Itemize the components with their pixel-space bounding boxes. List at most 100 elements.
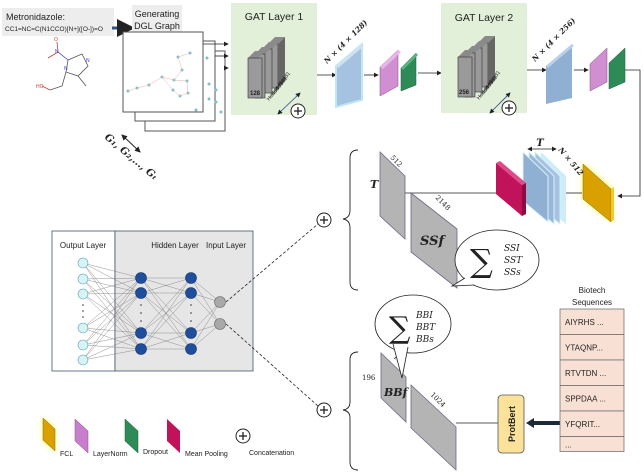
mlp-edge	[82, 262, 142, 279]
bb-sum-bubble: ∑ BBI BBT BBs	[374, 294, 452, 379]
ss-brace	[342, 149, 359, 291]
input-node	[214, 296, 226, 308]
ellipsis-dot	[190, 304, 192, 306]
molecule-label: Metronidazole: CC1=NC=C(N1CCO)[N+]([O-])…	[2, 8, 114, 36]
ss-f-plate	[410, 192, 458, 289]
gat-layer-1: GAT Layer 1 128 Head1 Head2 Head3 Head4	[231, 3, 317, 115]
hidden-node	[185, 287, 197, 299]
svg-text:N: N	[55, 49, 59, 55]
svg-text:Sequences: Sequences	[572, 298, 612, 307]
input-node	[214, 318, 226, 330]
mlp-edge	[82, 278, 142, 334]
mlp-edge	[190, 292, 221, 325]
sequence-row	[559, 359, 625, 386]
ellipsis-dot	[82, 304, 84, 306]
sum-icon: ∑	[389, 311, 411, 346]
output-node	[77, 273, 89, 285]
sequence-text: ...	[565, 441, 572, 450]
legend-layernorm: LayerNorm	[74, 418, 128, 458]
mlp-nodes	[77, 257, 226, 366]
biotech-sequences: Biotech Sequences AIYRHS ...YTAQNP...RTV…	[559, 286, 625, 452]
mlp-edge	[82, 332, 142, 346]
mlp-edge	[190, 301, 221, 350]
gat-layer-2: GAT Layer 2 256 Head1 Head2 Head3 Head4	[441, 3, 527, 114]
sequence-text: SPPDAA ...	[565, 395, 606, 404]
svg-text:128: 128	[250, 91, 261, 97]
layernorm-2	[589, 47, 608, 92]
ellipsis-dot	[82, 310, 84, 312]
mlp-edge	[140, 277, 192, 334]
svg-text:GAT Layer 1: GAT Layer 1	[245, 11, 304, 23]
ss-t-label: T	[370, 178, 379, 191]
mlp-edge	[82, 293, 142, 350]
legend-dropout: Dropout	[124, 418, 168, 456]
mlp-edge	[82, 332, 142, 361]
mlp-edge	[140, 292, 192, 334]
svg-text:SSI: SSI	[504, 244, 520, 254]
svg-text:BBs: BBs	[415, 335, 434, 345]
gat1-heads-block: 128	[247, 37, 285, 99]
svg-text:Dropout: Dropout	[143, 449, 168, 456]
hidden-node	[135, 343, 147, 355]
ellipsis-dot	[190, 320, 192, 322]
svg-text:GAT Layer 2: GAT Layer 2	[455, 12, 514, 24]
ss-f-label: SSf	[420, 234, 446, 249]
hidden-node	[135, 272, 147, 284]
bb-f-plate	[380, 352, 407, 423]
svg-text:CC1=NC=C(N1CCO)[N+]([O-])=O: CC1=NC=C(N1CCO)[N+]([O-])=O	[5, 26, 103, 33]
sequence-row	[559, 334, 625, 361]
svg-text:256: 256	[459, 90, 470, 96]
svg-text:Metronidazole:: Metronidazole:	[6, 12, 65, 22]
graph-arrows	[203, 41, 229, 71]
mlp-edge	[82, 292, 142, 361]
concat-icon-gat1	[290, 103, 306, 119]
svg-text:LayerNorm: LayerNorm	[93, 451, 128, 458]
concat-icon-bb	[316, 402, 332, 418]
svg-text:DGL Graph: DGL Graph	[134, 21, 180, 31]
bb-dim-196-a: 196	[362, 374, 376, 382]
legend-concatenation: Concatenation	[235, 428, 294, 457]
svg-text:BBT: BBT	[415, 323, 436, 333]
mlp-edge	[140, 277, 192, 294]
pool-t-label: T	[536, 138, 545, 149]
bb-1024-plate	[410, 384, 457, 471]
dashed-link-ss	[225, 223, 319, 303]
sequence-text: RTVTDN ...	[565, 369, 606, 378]
mlp-edge	[82, 292, 142, 329]
sequence-row	[559, 410, 625, 437]
dropout-2	[608, 47, 626, 90]
molecule-structure	[41, 41, 89, 91]
sequence-text: AIYRHS ...	[565, 318, 604, 327]
mlp-edge	[140, 332, 192, 350]
mlp-edge	[190, 277, 221, 325]
arrow-head	[526, 418, 534, 428]
ellipsis-dot	[140, 320, 142, 322]
sequence-text: YFQRIT...	[565, 420, 600, 429]
ss-dim-2148: 2148	[434, 194, 452, 212]
svg-text:Generating: Generating	[135, 9, 180, 19]
graph-stack	[122, 31, 226, 132]
molecule-atoms: N O N N HO	[36, 37, 90, 90]
output-node	[77, 257, 89, 269]
mlp-edge	[82, 327, 142, 334]
svg-text:BBI: BBI	[415, 311, 433, 321]
dropout-1	[400, 52, 418, 92]
mlp-edge	[140, 277, 192, 350]
concat-icon-gat2	[501, 100, 517, 116]
mlp-block: Output Layer Hidden Layer Input Layer	[51, 230, 254, 372]
svg-text:N: N	[64, 66, 68, 72]
svg-text:FCL: FCL	[60, 451, 73, 458]
concat-icon-ss	[316, 212, 332, 228]
svg-text:Mean Pooling: Mean Pooling	[185, 451, 228, 458]
output-node	[77, 288, 89, 300]
sequence-text: YTAQNP...	[565, 344, 603, 353]
gat1-output-plate	[335, 41, 364, 109]
output-node	[77, 354, 89, 366]
mlp-edge	[82, 277, 142, 361]
sum-icon: ∑	[470, 242, 493, 280]
legend-fcl: FCL	[42, 417, 73, 458]
mlp-edge	[82, 293, 142, 334]
mlp-edge	[82, 277, 142, 295]
layernorm-1	[379, 49, 401, 97]
bb-brace	[342, 351, 359, 471]
